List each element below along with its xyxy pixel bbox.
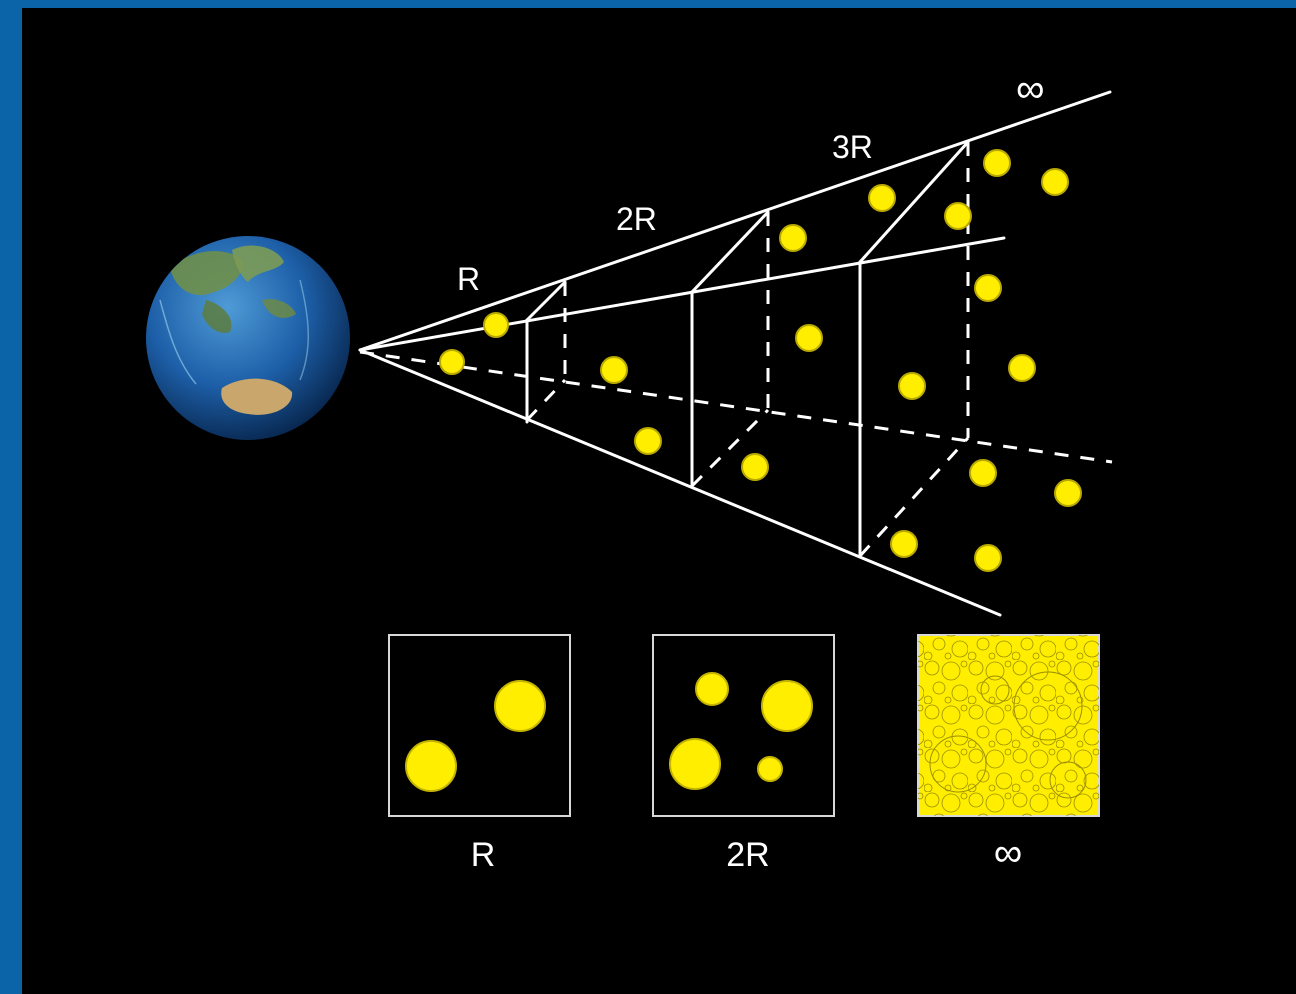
star	[779, 224, 807, 252]
distance-label-2r: 2R	[616, 201, 657, 237]
star	[494, 680, 546, 732]
frame-left	[0, 0, 22, 994]
cone-edge-middle	[358, 236, 1006, 352]
panel-2r: 2R	[652, 634, 835, 874]
star	[439, 349, 465, 375]
star	[898, 372, 926, 400]
panel-caption: ∞	[994, 831, 1023, 875]
star	[634, 427, 662, 455]
star	[695, 672, 729, 706]
star	[669, 738, 721, 790]
shell-3r-frame	[858, 140, 970, 558]
panel-infinity: ∞	[917, 634, 1100, 875]
shell-r-frame	[525, 280, 567, 424]
shell-2r-frame	[690, 210, 770, 488]
star	[974, 274, 1002, 302]
panel-r: R	[388, 634, 571, 874]
cone-hidden-edges	[359, 142, 1113, 558]
star	[974, 544, 1002, 572]
star	[405, 740, 457, 792]
star	[600, 356, 628, 384]
distance-label-3r: 3R	[832, 129, 873, 165]
star	[1008, 354, 1036, 382]
earth-globe-icon	[146, 236, 350, 440]
stars-in-cone	[439, 149, 1082, 572]
cone-lines	[358, 90, 1112, 617]
distance-label-infinity: ∞	[1016, 67, 1045, 111]
star	[983, 149, 1011, 177]
panel-caption: 2R	[726, 836, 769, 874]
star	[868, 184, 896, 212]
star	[795, 324, 823, 352]
cone-edge-bottom	[358, 348, 1002, 617]
star	[1054, 479, 1082, 507]
panel-caption: R	[471, 836, 496, 874]
star	[944, 202, 972, 230]
cone-edge-hidden	[359, 350, 1113, 464]
frame-top	[0, 0, 1296, 8]
star	[741, 453, 769, 481]
cone-edge-top	[358, 90, 1112, 352]
star	[761, 680, 813, 732]
star	[890, 530, 918, 558]
star	[483, 312, 509, 338]
star	[1041, 168, 1069, 196]
star	[969, 459, 997, 487]
distance-label-r: R	[457, 261, 480, 297]
star	[757, 756, 783, 782]
